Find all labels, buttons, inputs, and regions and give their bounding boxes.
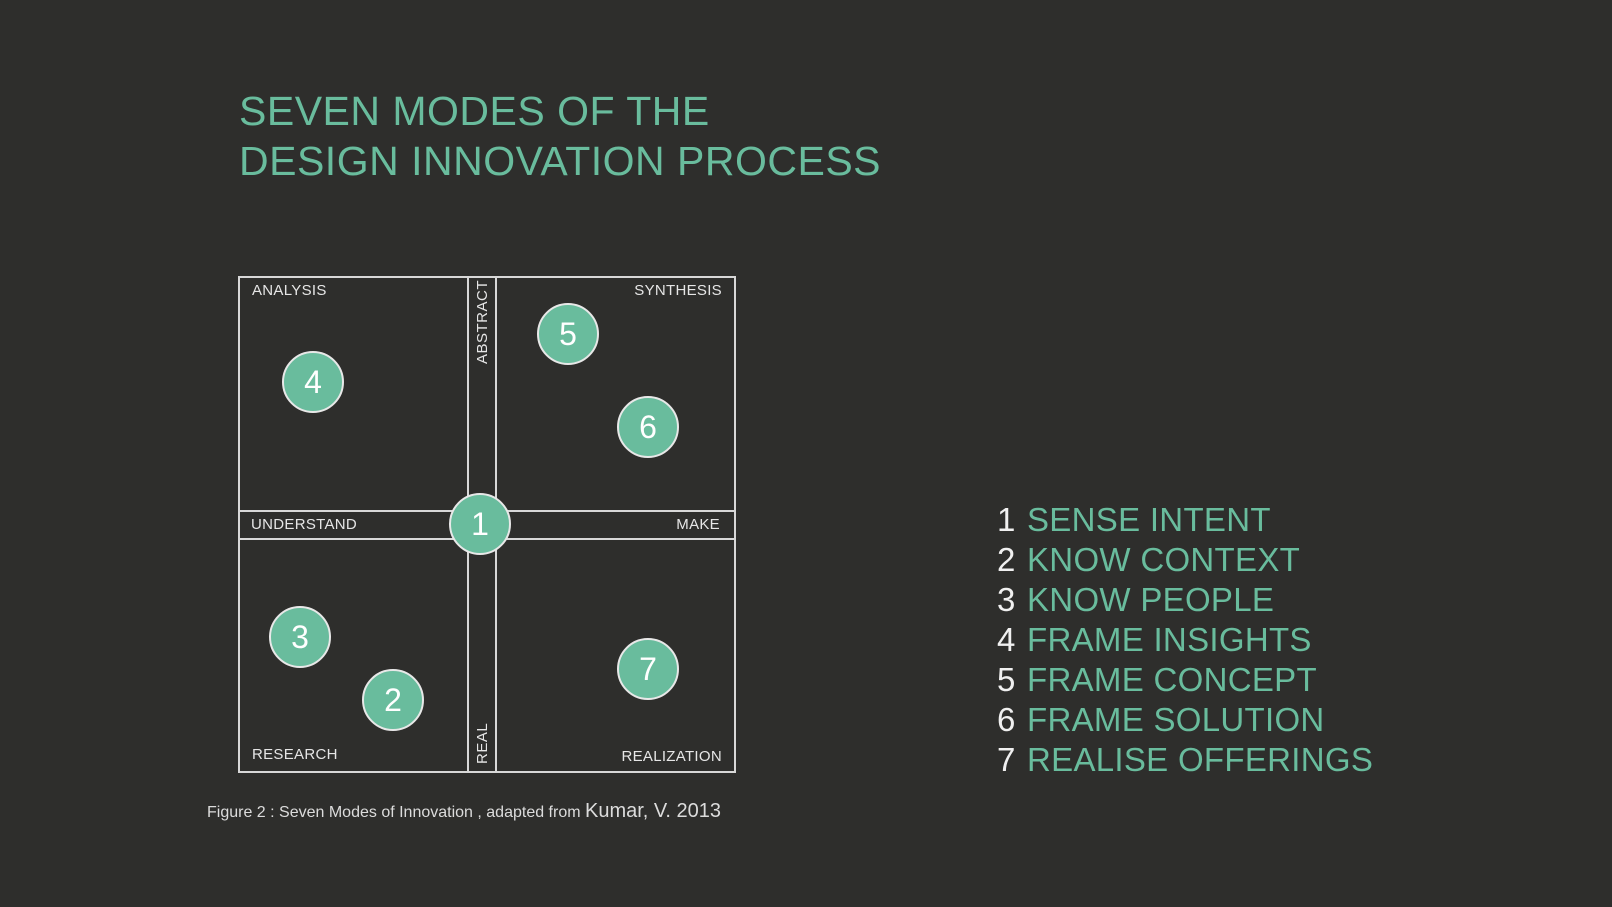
legend-item: 5 FRAME CONCEPT <box>997 660 1373 700</box>
mode-node-7: 7 <box>617 638 679 700</box>
legend-number: 6 <box>997 701 1016 738</box>
legend-item: 2 KNOW CONTEXT <box>997 540 1373 580</box>
legend-label: FRAME INSIGHTS <box>1027 621 1312 658</box>
legend-number: 5 <box>997 661 1016 698</box>
legend-number: 3 <box>997 581 1016 618</box>
legend-item: 4 FRAME INSIGHTS <box>997 620 1373 660</box>
quadrant-label-research: RESEARCH <box>252 746 338 763</box>
legend-item: 7 REALISE OFFERINGS <box>997 740 1373 780</box>
legend-label: FRAME CONCEPT <box>1027 661 1317 698</box>
legend-number: 4 <box>997 621 1016 658</box>
legend-number: 2 <box>997 541 1016 578</box>
title-line-1: SEVEN MODES OF THE <box>239 88 710 134</box>
legend-label: FRAME SOLUTION <box>1027 701 1325 738</box>
caption-citation: Kumar, V. 2013 <box>585 800 722 822</box>
legend-number: 1 <box>997 501 1016 538</box>
quadrant-label-synthesis: SYNTHESIS <box>634 282 722 299</box>
figure-caption: Figure 2 : Seven Modes of Innovation , a… <box>207 800 721 823</box>
seven-modes-diagram: ANALYSIS SYNTHESIS RESEARCH REALIZATION … <box>238 276 736 773</box>
axis-label-understand: UNDERSTAND <box>251 516 358 533</box>
quadrant-label-analysis: ANALYSIS <box>252 282 327 299</box>
legend-item: 1 SENSE INTENT <box>997 500 1373 540</box>
axis-label-real: REAL <box>474 722 491 764</box>
caption-text: Figure 2 : Seven Modes of Innovation , a… <box>207 804 585 821</box>
axis-label-make: MAKE <box>676 516 720 533</box>
legend-item: 3 KNOW PEOPLE <box>997 580 1373 620</box>
legend-label: KNOW CONTEXT <box>1027 541 1301 578</box>
mode-node-3: 3 <box>269 606 331 668</box>
quadrant-label-realization: REALIZATION <box>621 748 722 765</box>
legend-label: SENSE INTENT <box>1027 501 1271 538</box>
page-title: SEVEN MODES OF THE DESIGN INNOVATION PRO… <box>239 86 881 186</box>
legend-item: 6 FRAME SOLUTION <box>997 700 1373 740</box>
mode-node-4: 4 <box>282 351 344 413</box>
legend-label: REALISE OFFERINGS <box>1027 741 1374 778</box>
mode-node-2: 2 <box>362 669 424 731</box>
title-line-2: DESIGN INNOVATION PROCESS <box>239 138 882 184</box>
modes-legend: 1 SENSE INTENT 2 KNOW CONTEXT 3 KNOW PEOPLE… <box>997 500 1373 780</box>
mode-node-6: 6 <box>617 396 679 458</box>
axis-label-abstract: ABSTRACT <box>474 279 491 364</box>
legend-number: 7 <box>997 741 1016 778</box>
legend-label: KNOW PEOPLE <box>1027 581 1275 618</box>
mode-node-5: 5 <box>537 303 599 365</box>
mode-node-1: 1 <box>449 493 511 555</box>
